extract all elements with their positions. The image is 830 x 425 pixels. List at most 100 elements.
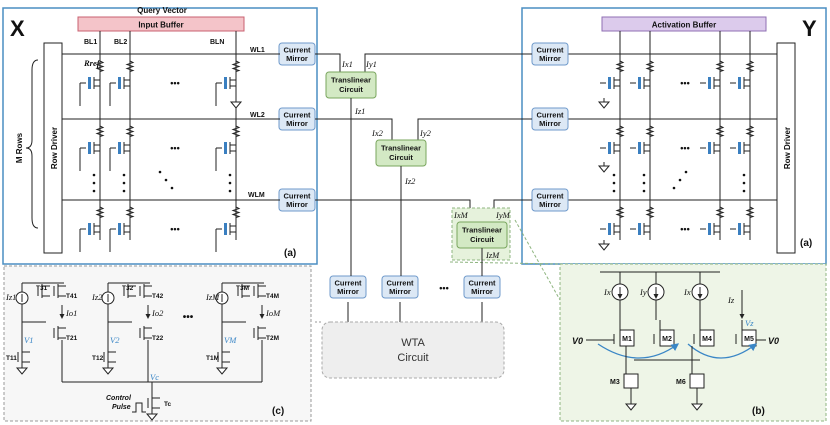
tl-lower-label-M3: M3 [610, 379, 620, 386]
tl-transistor-3 [699, 329, 715, 347]
cell-source [614, 231, 621, 240]
memory-cells: •••••••••••••••••• [62, 31, 777, 252]
cell-drain [94, 220, 101, 227]
tl-v0-left: V0 [572, 336, 583, 346]
right-panel-tag: (a) [800, 238, 812, 249]
m-rows-label: M Rows [15, 132, 24, 163]
translinear-detail-tag: (b) [752, 406, 765, 417]
tl-transistor-label-2: M2 [662, 336, 672, 343]
wta-v-label-2: V2 [110, 335, 120, 345]
wta-control-label: Control [106, 395, 132, 402]
wta-t1-label-3: T1M [206, 355, 219, 362]
diagonal-dot [164, 178, 168, 182]
cell-gate [118, 77, 121, 89]
wta-iz-label-3: IzM [205, 292, 220, 302]
translinear-1-label-b: Circuit [339, 85, 363, 94]
resistor [615, 123, 625, 139]
vertical-dot-right [642, 181, 646, 185]
cell-source [230, 85, 237, 94]
ix1-label: Ix1 [341, 59, 353, 69]
translinear-1-label-a: Translinear [331, 76, 371, 85]
wta-t3-label-3: T3M [236, 285, 249, 292]
cell-drain [644, 220, 651, 227]
iz1-label: Iz1 [354, 106, 365, 116]
diagonal-dot-right [672, 186, 676, 190]
row-ellipsis-right: ••• [680, 224, 689, 234]
resistor [231, 58, 241, 74]
wta-vc-label: Vc [150, 372, 159, 382]
wta-t2-label-3: T2M [266, 335, 279, 342]
ground-symbol [15, 367, 29, 375]
tl-current-label-2: Iy [639, 287, 647, 297]
left-current-mirror-1-label-a: Current [283, 46, 311, 55]
translinear-m-label-b: Circuit [470, 235, 494, 244]
resistor [745, 204, 755, 220]
cell-drain [744, 74, 751, 81]
wta-current-mirror-2 [381, 275, 419, 299]
right-current-mirror-2-label-b: Mirror [539, 119, 561, 128]
zoom-line-top [449, 261, 561, 265]
cell-gate [608, 77, 611, 89]
cell-gate [224, 142, 227, 154]
right-current-mirror-1-label-b: Mirror [539, 54, 561, 63]
wta-t2-label-1: T21 [66, 335, 78, 342]
right-row-driver [776, 42, 796, 254]
wordline-label-1: WL1 [250, 47, 265, 54]
resistor [231, 204, 241, 220]
resistor [715, 123, 725, 139]
rref-label: Rref [83, 58, 101, 68]
cell-drain [94, 139, 101, 146]
wta-current-mirror-1-label-a: Current [334, 279, 362, 288]
wta-detail-frame [3, 265, 312, 422]
cell-source [94, 150, 101, 159]
cell-source [230, 150, 237, 159]
wta-t2-label-2: T22 [152, 335, 164, 342]
left-current-mirror-2-label-b: Mirror [286, 119, 308, 128]
vertical-dot-right [742, 181, 746, 185]
cell-drain [230, 74, 237, 81]
cell-gate [608, 142, 611, 154]
cell-gate [224, 223, 227, 235]
cell-gate [638, 142, 641, 154]
iy1-label: Iy1 [365, 59, 377, 69]
resistor [745, 123, 755, 139]
vertical-dot [228, 189, 232, 193]
resistor [125, 123, 135, 139]
diagonal-dot-right [684, 170, 688, 174]
current-mirrors: CurrentMirrorCurrentMirrorCurrentMirrorC… [278, 42, 569, 299]
translinear-m-label-a: Translinear [462, 226, 502, 235]
wta-t1-label-2: T12 [92, 355, 104, 362]
resistor [125, 58, 135, 74]
wta-subtitle: Circuit [397, 352, 428, 364]
left-current-mirror-1-label-b: Mirror [286, 54, 308, 63]
left-current-mirror-3-label-b: Mirror [286, 200, 308, 209]
tl-current-label-4: Iz [727, 295, 735, 305]
wta-current-mirror-2-label-b: Mirror [389, 287, 411, 296]
cell-drain [614, 220, 621, 227]
cell-drain [614, 74, 621, 81]
wordline-label-m: WLM [248, 192, 265, 199]
tl-v0-right: V0 [768, 336, 779, 346]
tl-current-label-1: Ix [603, 287, 611, 297]
wta-ellipsis: ••• [183, 312, 194, 323]
left-row-driver [43, 42, 63, 254]
cell-drain [644, 74, 651, 81]
tl-transistor-label-1: M1 [622, 336, 632, 343]
resistor [715, 204, 725, 220]
wta-current-mirror-3-label-b: Mirror [471, 287, 493, 296]
tl-current-label-3: Ix [683, 287, 691, 297]
left-current-mirror-2-label-a: Current [283, 111, 311, 120]
ground-symbol [597, 243, 611, 251]
tl1-to-right [364, 53, 532, 72]
cell-source [714, 150, 721, 159]
query-vector-label: Query Vector [137, 6, 187, 15]
wta-tc-label: Tc [164, 401, 171, 408]
activation-buffer-label: Activation Buffer [652, 21, 716, 30]
ground-symbol [597, 101, 611, 109]
wta-title: WTA [401, 337, 425, 349]
cell-source [644, 231, 651, 240]
resistor [615, 58, 625, 74]
